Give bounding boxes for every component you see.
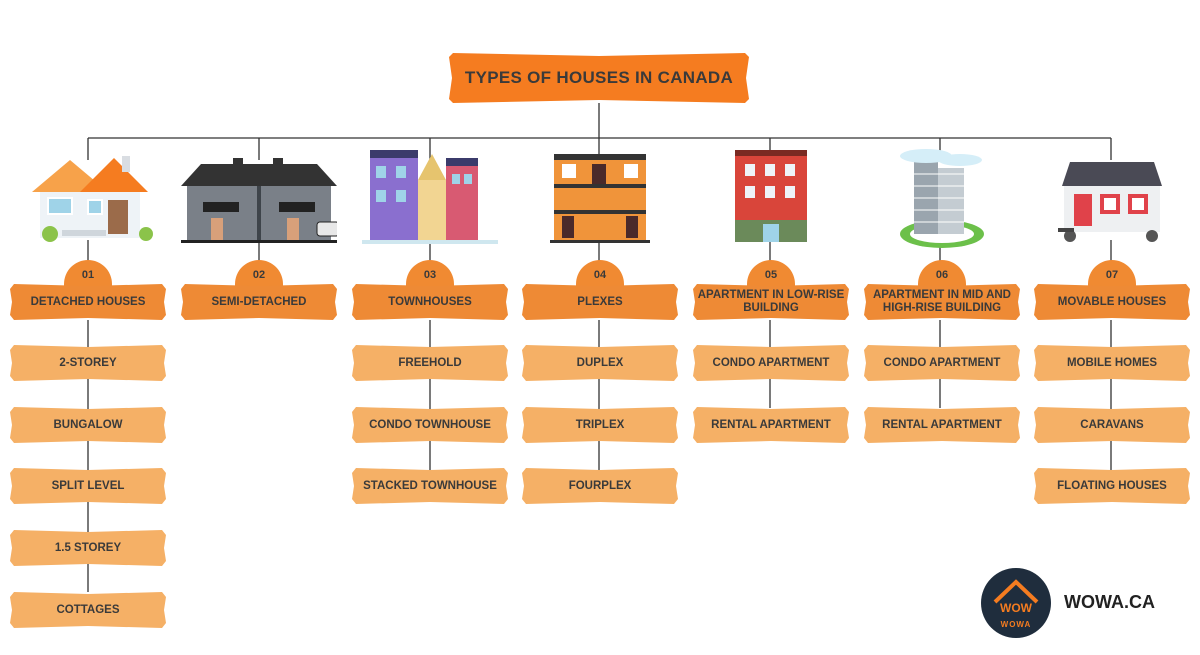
category-semi-detached: SEMI-DETACHED [181, 284, 337, 320]
sub-stacked-townhouse: STACKED TOWNHOUSE [352, 468, 508, 504]
sub-split-level: SPLIT LEVEL [10, 468, 166, 504]
sub-condo-apartment: CONDO APARTMENT [693, 345, 849, 381]
sub-duplex: DUPLEX [522, 345, 678, 381]
column-semi-detached: 02 SEMI-DETACHED [181, 0, 337, 655]
sub-triplex: TRIPLEX [522, 407, 678, 443]
number-badge: 04 [576, 260, 624, 290]
page-title: TYPES OF HOUSES IN CANADA [449, 53, 749, 103]
wowa-logo: WOW WOWA [981, 568, 1051, 638]
logo-mark-text: WOW [1000, 601, 1033, 615]
sub-cottages: COTTAGES [10, 592, 166, 628]
category-detached-houses: DETACHED HOUSES [10, 284, 166, 320]
category-plexes: PLEXES [522, 284, 678, 320]
sub-1-5-storey: 1.5 STOREY [10, 530, 166, 566]
high-rise-building-icon [900, 149, 984, 248]
movable-house-icon [1058, 162, 1162, 242]
column-detached-houses: 01 DETACHED HOUSES 2-STOREY BUNGALOW SPL… [10, 0, 166, 655]
sub-fourplex: FOURPLEX [522, 468, 678, 504]
sub-condo-townhouse: CONDO TOWNHOUSE [352, 407, 508, 443]
low-rise-building-icon [735, 150, 807, 242]
townhouses-icon [362, 150, 498, 244]
house-logo-icon: WOW [993, 579, 1039, 615]
column-townhouses: 03 TOWNHOUSES FREEHOLD CONDO TOWNHOUSE S… [352, 0, 508, 655]
detached-house-icon [32, 156, 153, 242]
number-badge: 06 [918, 260, 966, 290]
column-movable-houses: 07 MOVABLE HOUSES MOBILE HOMES CARAVANS … [1034, 0, 1190, 655]
sub-caravans: CARAVANS [1034, 407, 1190, 443]
column-plexes: 04 PLEXES DUPLEX TRIPLEX FOURPLEX [522, 0, 678, 655]
number-badge: 05 [747, 260, 795, 290]
sub-rental-apartment: RENTAL APARTMENT [864, 407, 1020, 443]
category-townhouses: TOWNHOUSES [352, 284, 508, 320]
column-low-rise: 05 APARTMENT IN LOW-RISE BUILDING CONDO … [693, 0, 849, 655]
sub-bungalow: BUNGALOW [10, 407, 166, 443]
sub-freehold: FREEHOLD [352, 345, 508, 381]
number-badge: 02 [235, 260, 283, 290]
sub-rental-apartment: RENTAL APARTMENT [693, 407, 849, 443]
sub-floating-houses: FLOATING HOUSES [1034, 468, 1190, 504]
semi-detached-house-icon [181, 158, 337, 243]
category-low-rise-apartment: APARTMENT IN LOW-RISE BUILDING [693, 284, 849, 320]
number-badge: 03 [406, 260, 454, 290]
brand-name: WOWA.CA [1064, 592, 1155, 612]
logo-small-text: WOWA [1000, 620, 1032, 629]
category-high-rise-apartment: APARTMENT IN MID AND HIGH-RISE BUILDING [864, 284, 1020, 320]
sub-2-storey: 2-STOREY [10, 345, 166, 381]
number-badge: 01 [64, 260, 112, 290]
category-movable-houses: MOVABLE HOUSES [1034, 284, 1190, 320]
column-high-rise: 06 APARTMENT IN MID AND HIGH-RISE BUILDI… [864, 0, 1020, 655]
sub-condo-apartment: CONDO APARTMENT [864, 345, 1020, 381]
sub-mobile-homes: MOBILE HOMES [1034, 345, 1190, 381]
plex-building-icon [550, 154, 650, 243]
number-badge: 07 [1088, 260, 1136, 290]
